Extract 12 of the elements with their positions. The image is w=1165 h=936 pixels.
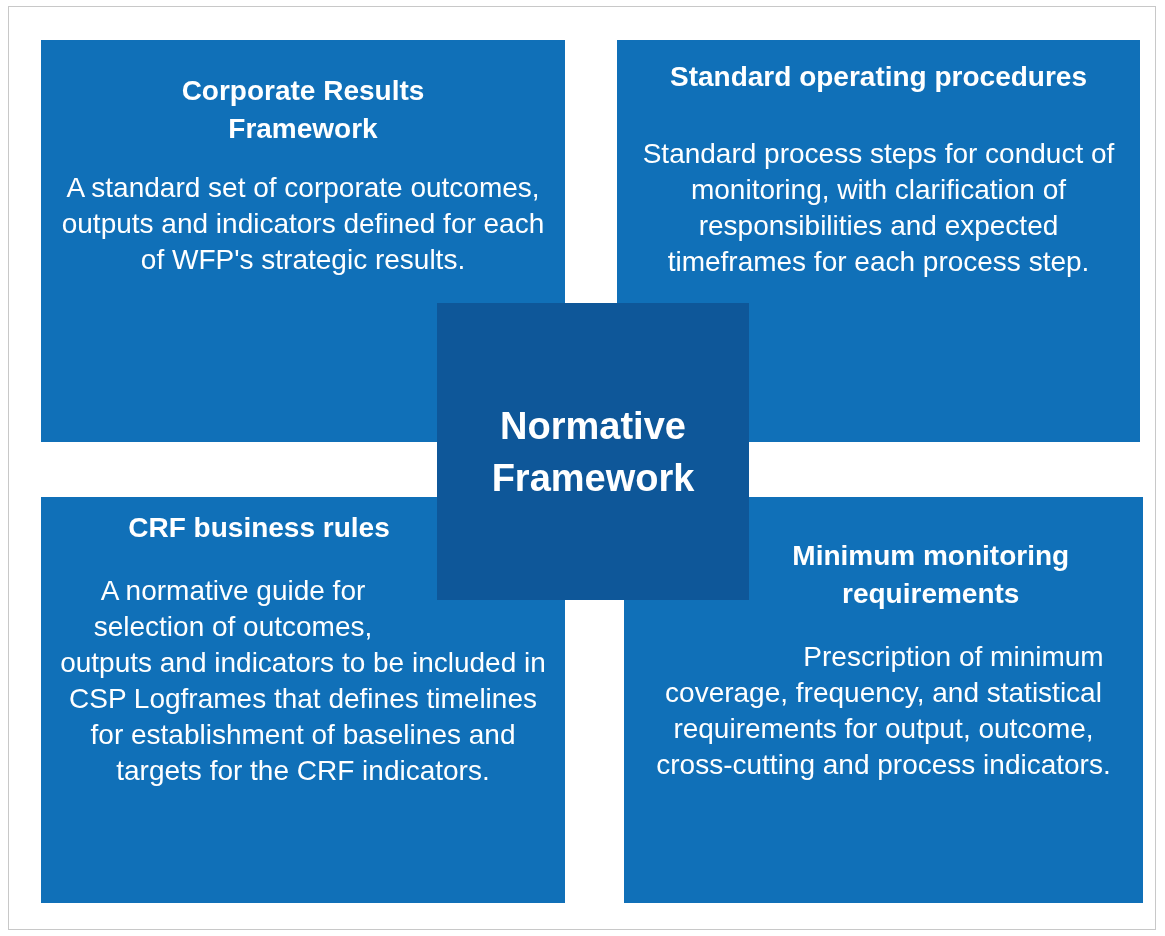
heading: Minimum monitoring requirements [791,539,1071,611]
center-box [437,303,749,600]
description: Standard process steps for conduct of monitoring, with clarification of responsibilities and expected timeframes for each process step. [641,137,1116,279]
description: Prescription of minimum coverage, frequency, and statistical requirements for output, outcome, cross-cutting and process indicators. [655,640,1112,782]
heading: Corporate Results Framework [180,74,426,146]
description: A normative guide for selection of outcomes, outputs and indicators to be included in CSP Logframes that defines timelines for establishment of baselines and targets for the CRF indicators. [59,574,547,788]
topic-box [41,497,565,903]
description: A standard set of corporate outcomes, outputs and indicators defined for each of WFP's strategic results. [60,171,546,277]
heading: Normative Framework [490,403,696,501]
topic-box [624,497,1143,903]
heading: CRF business rules [127,511,391,545]
heading: Standard operating procedures [669,60,1088,94]
